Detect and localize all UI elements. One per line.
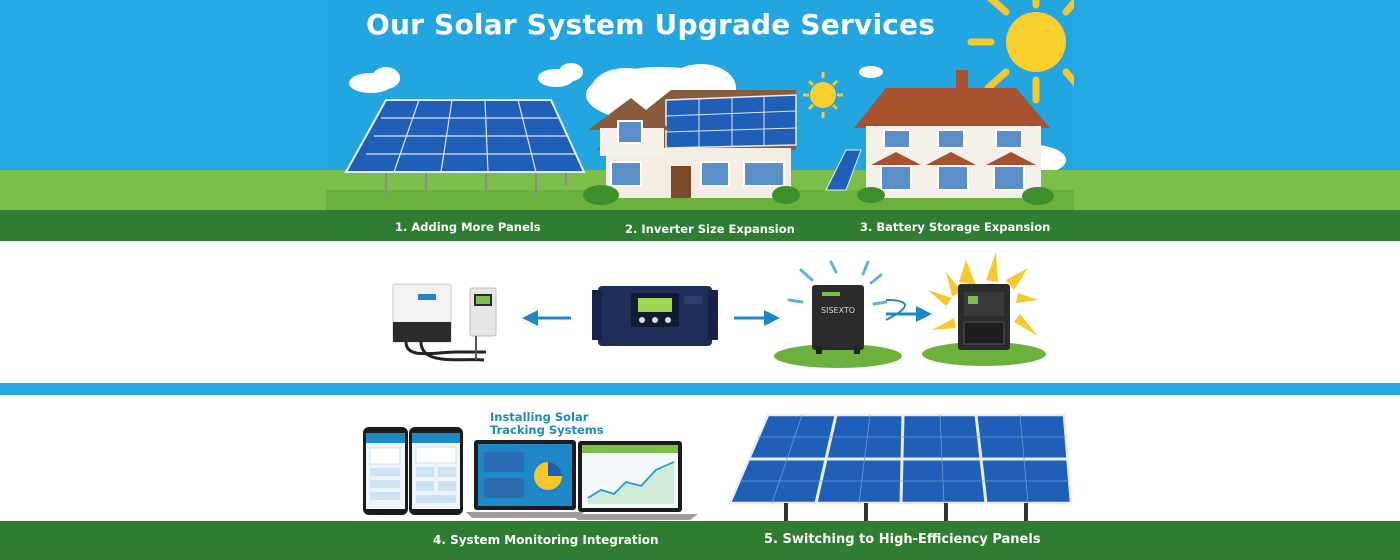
battery-brand-label: SISEXTO (821, 306, 856, 315)
battery-icon (774, 260, 906, 368)
arrow-right-icon (734, 310, 780, 326)
wall-inverter-icon (392, 283, 497, 362)
left-green-band (0, 210, 326, 241)
arrow-left-icon (522, 310, 571, 326)
house-with-panels (583, 90, 800, 205)
house-battery-storage (825, 70, 1054, 205)
service-label-monitoring: 4. System Monitoring Integration (433, 533, 659, 547)
sun-icon (967, 0, 1074, 104)
service-label-adding-panels: 1. Adding More Panels (395, 220, 541, 234)
service-label-battery-expansion: 3. Battery Storage Expansion (860, 220, 1051, 234)
upgraded-battery-icon (922, 252, 1046, 366)
phone-app-icon (363, 427, 463, 515)
high-efficiency-panel-array (728, 413, 1073, 521)
laptop-dashboard-icon (466, 440, 698, 520)
ground-panel-array (344, 99, 586, 196)
small-sun-icon (803, 72, 843, 118)
arrow-upgrade-icon (886, 306, 932, 322)
page-title: Our Solar System Upgrade Services (366, 8, 936, 41)
service-label-inverter-expansion: 2. Inverter Size Expansion (625, 222, 795, 236)
left-grass (0, 170, 326, 210)
service-label-high-efficiency: 5. Switching to High-Efficiency Panels (764, 532, 1041, 547)
right-grass (1074, 170, 1400, 210)
tracking-caption: Installing Solar Tracking Systems (490, 410, 604, 437)
charge-controller-icon (592, 286, 718, 346)
right-green-band (1074, 210, 1400, 241)
services-poster: Our Solar System Upgrade Services 1. Add… (326, 0, 1074, 560)
